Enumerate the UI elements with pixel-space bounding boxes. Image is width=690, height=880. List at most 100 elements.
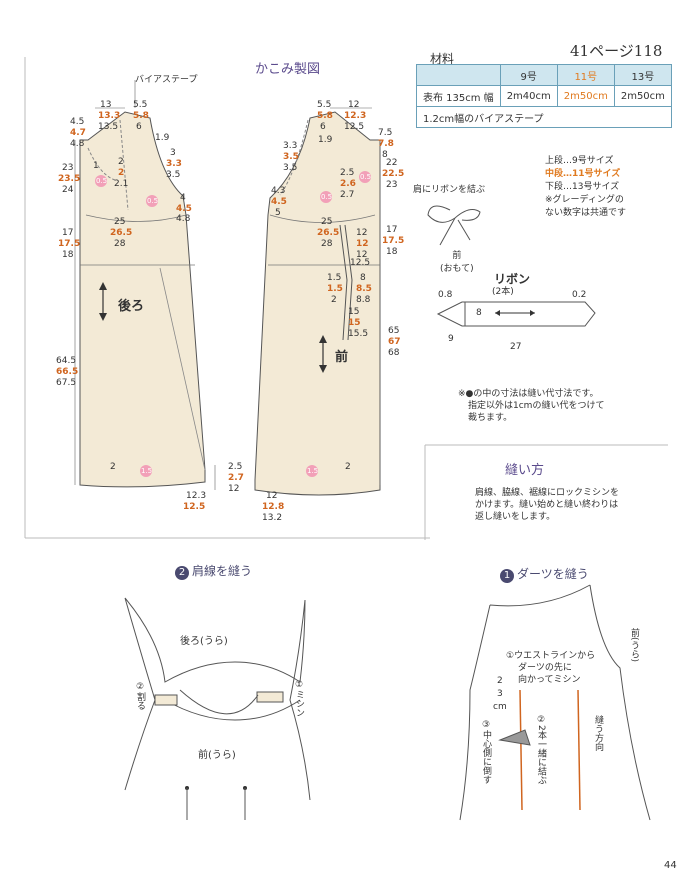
- dim: 3: [170, 148, 176, 158]
- dim: 5.5: [133, 100, 148, 110]
- step2-sew-label: ①ミシン: [294, 680, 304, 717]
- fabric-13: 2m50cm: [613, 85, 672, 107]
- dim: 65: [388, 326, 400, 336]
- step2-number: 2: [175, 566, 189, 580]
- dim: 6: [320, 122, 326, 132]
- dim: 1.9: [318, 135, 333, 145]
- seam-allowance-value: 0.5: [147, 197, 159, 205]
- dim: 2: [118, 157, 124, 167]
- page-reference: 41ページ118: [570, 42, 663, 60]
- dim: 4.8: [176, 214, 191, 224]
- dim: 1.9: [155, 133, 170, 143]
- seam-allowance-note: ※●の中の寸法は縫い代寸法です。 指定以外は1cmの縫い代をつけて 裁ちます。: [458, 388, 658, 424]
- dim: 3.3: [283, 141, 298, 151]
- dim: 4.5: [176, 204, 192, 214]
- legend-line: ない数字は共通です: [545, 208, 627, 218]
- dim: 13.2: [262, 513, 283, 523]
- materials-header-13: 13号: [613, 64, 672, 86]
- sewing-instructions: 肩線、脇線、裾線にロックミシンを かけます。縫い始めと縫い終わりは 返し縫いをし…: [475, 487, 655, 523]
- seam-note-line: 裁ちます。: [468, 413, 513, 423]
- ribbon-dim: 27: [510, 342, 522, 352]
- dim: 12.5: [344, 122, 365, 132]
- dim: 12: [356, 250, 368, 260]
- dim: 4.5: [70, 117, 85, 127]
- sewing-line: 返し縫いをします。: [475, 512, 556, 522]
- step2-front-label: 前(うら): [198, 750, 236, 761]
- legend-line: ※グレーディングの: [545, 195, 624, 205]
- legend-line: 下段…13号サイズ: [545, 182, 620, 192]
- dim: 22.5: [382, 169, 405, 179]
- dim: 17.5: [58, 239, 81, 249]
- step1-dim: 3: [497, 689, 503, 699]
- step2-back-label: 後ろ(うら): [180, 636, 228, 647]
- dim: 4.5: [271, 197, 287, 207]
- dim: 1.5: [327, 273, 342, 283]
- dim: 8.5: [356, 284, 372, 294]
- page-number: 44: [664, 860, 677, 871]
- ribbon-dim: 9: [448, 334, 454, 344]
- step1-dim: 2: [497, 676, 503, 686]
- sewing-line: かけます。縫い始めと縫い終わりは: [475, 500, 619, 510]
- ribbon-count: (2本): [492, 287, 514, 297]
- step1-instructions: ①ウエストラインから ダーツの先に 向かってミシン: [506, 650, 595, 686]
- dim: 7.5: [378, 128, 393, 138]
- step1-instr-line: ①ウエストラインから: [506, 651, 596, 661]
- dim: 12: [266, 491, 278, 501]
- materials-header-empty: [416, 64, 501, 86]
- shoulder-seam-drawing: [124, 597, 311, 801]
- dim: 4: [180, 193, 186, 203]
- dim: 12.5: [183, 502, 206, 512]
- front-piece-label: 前: [335, 350, 349, 365]
- step1-dim-unit: cm: [493, 702, 507, 712]
- dim: 5: [275, 208, 281, 218]
- section-title: かこみ製図: [255, 62, 321, 77]
- dim: 68: [388, 348, 400, 358]
- ribbon-title: リボン: [494, 272, 531, 286]
- dim: 25: [321, 217, 333, 227]
- dim: 5.8: [133, 111, 149, 121]
- dim: 22: [386, 158, 398, 168]
- front-piece: [254, 111, 381, 496]
- materials-header-11: 11号: [556, 64, 615, 86]
- dim: 17: [386, 225, 398, 235]
- dart-drawing: [459, 584, 651, 821]
- dim: 23: [62, 163, 74, 173]
- dim: 2.6: [340, 179, 356, 189]
- dim: 23: [386, 180, 398, 190]
- dim: 12: [228, 484, 240, 494]
- dim: 2: [331, 295, 337, 305]
- dim: 3.5: [166, 170, 181, 180]
- dim: 17.5: [382, 236, 405, 246]
- step1-inner-label: ③中心側に倒す: [481, 720, 491, 784]
- dim: 18: [62, 250, 74, 260]
- step2-split-label: ②割る: [135, 682, 145, 710]
- fabric-9: 2m40cm: [499, 85, 558, 107]
- dim: 5.8: [317, 111, 333, 121]
- dim: 26.5: [110, 228, 133, 238]
- materials-title: 材料: [430, 52, 455, 66]
- ribbon-dim: 0.8: [438, 290, 453, 300]
- ribbon-dim: 8: [476, 308, 482, 318]
- dim: 12.3: [344, 111, 367, 121]
- dim: 2: [110, 462, 116, 472]
- dim: 26.5: [317, 228, 340, 238]
- dim: 12.3: [186, 491, 207, 501]
- ribbon-note: 肩にリボンを結ぶ: [413, 185, 486, 195]
- step1-front-label: 前(うら): [629, 628, 639, 663]
- dim: 5.5: [317, 100, 332, 110]
- dim: 2.7: [340, 190, 355, 200]
- seam-allowance-value: 0.5: [321, 193, 333, 201]
- step1-direction-label: 縫う方向: [593, 715, 603, 751]
- dim: 64.5: [56, 356, 77, 366]
- dim: 7.8: [378, 139, 394, 149]
- dim: 12: [348, 100, 360, 110]
- dim: 3.3: [166, 159, 182, 169]
- sewing-title: 縫い方: [505, 463, 545, 478]
- seam-note-line: ※●の中の寸法は縫い代寸法です。: [458, 389, 599, 399]
- dim: 15: [348, 318, 361, 328]
- dim: 12: [356, 239, 369, 249]
- ribbon-shape: [436, 301, 596, 327]
- dim: 1: [93, 161, 99, 171]
- dim: 67.5: [56, 378, 77, 388]
